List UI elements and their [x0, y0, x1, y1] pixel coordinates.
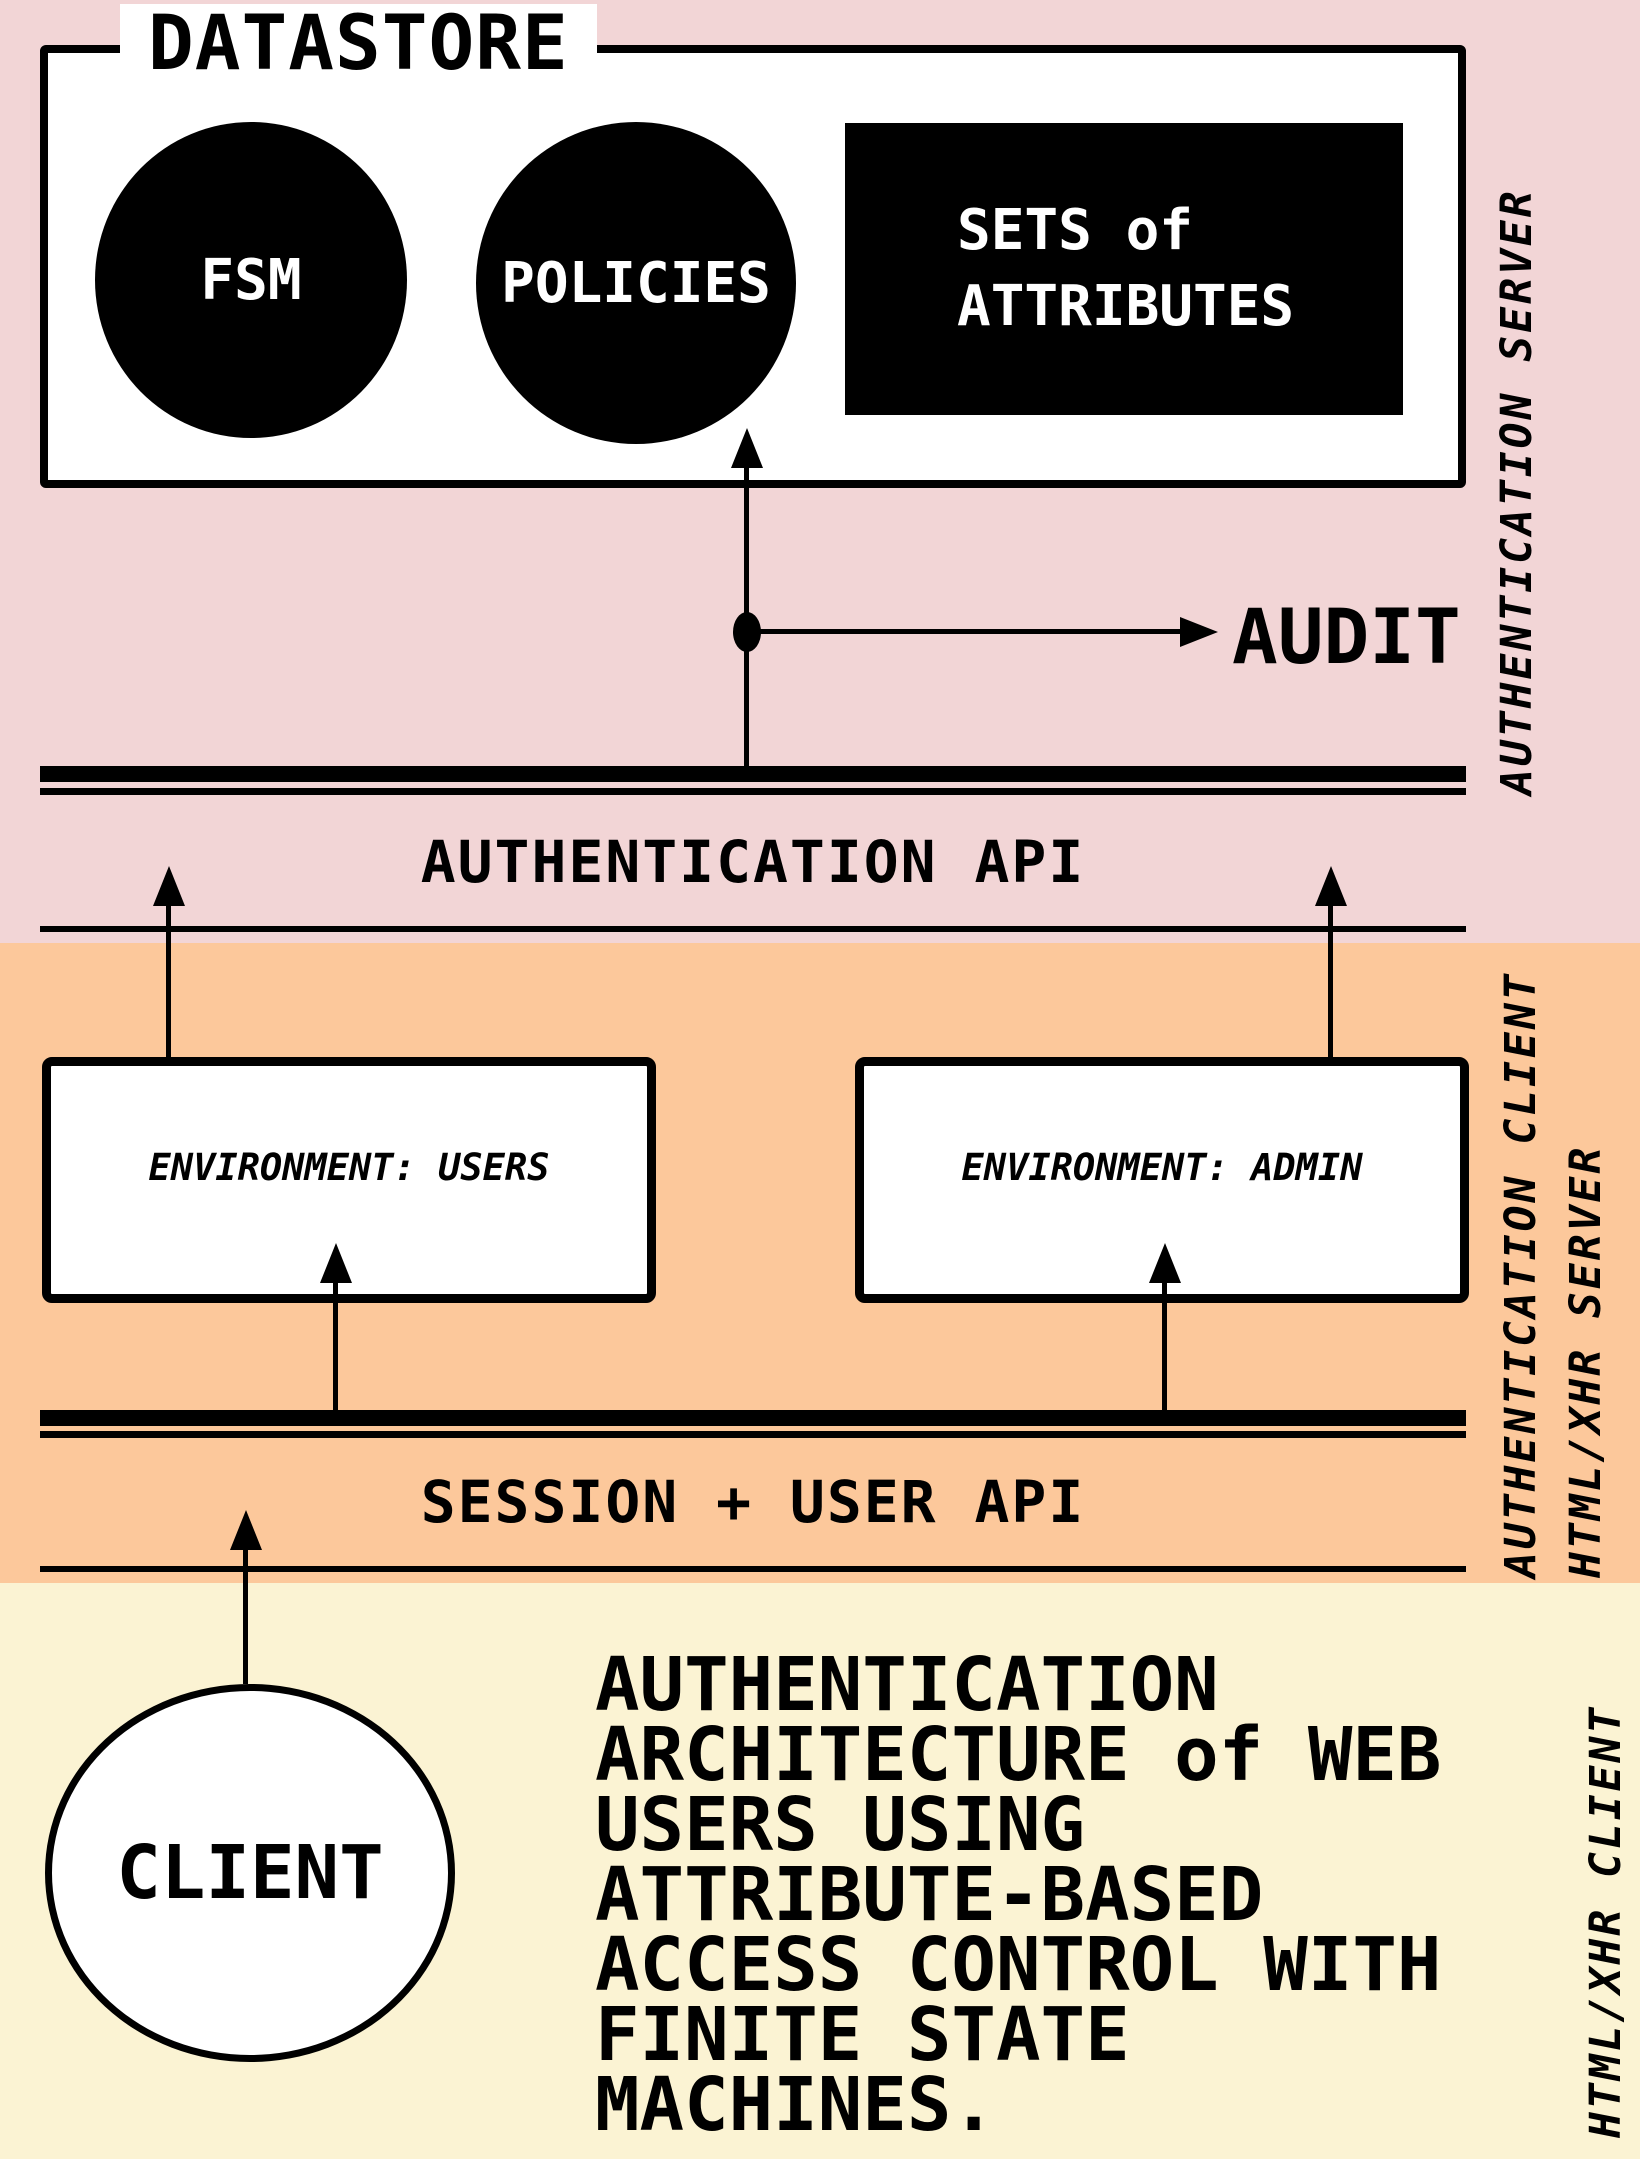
- policies-node: POLICIES: [476, 122, 796, 444]
- arrow-session-to-admin-shaft: [1162, 1276, 1167, 1410]
- arrow-admin-to-auth-api-shaft: [1328, 898, 1333, 1059]
- client-node: CLIENT: [45, 1684, 455, 2062]
- session-api-label: SESSION + USER API: [420, 1468, 1086, 1536]
- audit-label: AUDIT: [1232, 592, 1461, 681]
- session-api-line-thin: [40, 1431, 1466, 1438]
- arrow-users-to-auth-api-shaft: [166, 898, 171, 1059]
- environment-users-label: ENVIRONMENT: USERS: [148, 1145, 550, 1189]
- side-label-authentication-client: AUTHENTICATION CLIENT: [1496, 971, 1546, 1578]
- caption-line: ACCESS CONTROL WITH: [595, 1922, 1442, 2008]
- environment-admin-box: ENVIRONMENT: ADMIN: [855, 1057, 1469, 1303]
- arrow-client-to-session-api-head: [230, 1510, 262, 1550]
- session-api-line-single: [40, 1566, 1466, 1572]
- session-api-line-thick: [40, 1410, 1466, 1426]
- caption-line: AUTHENTICATION: [595, 1642, 1219, 1728]
- arrow-to-audit-head: [1180, 617, 1218, 647]
- environment-users-box: ENVIRONMENT: USERS: [42, 1057, 656, 1303]
- attributes-label-line2: ATTRIBUTES: [957, 274, 1295, 339]
- arrow-to-audit-shaft: [747, 629, 1183, 634]
- auth-api-label: AUTHENTICATION API: [420, 828, 1086, 896]
- auth-api-line-single: [40, 926, 1466, 932]
- side-label-html-xhr-client: HTML/XHR CLIENT: [1581, 1704, 1631, 2138]
- caption-line: MACHINES.: [595, 2062, 996, 2148]
- auth-api-line-thin: [40, 788, 1466, 795]
- caption-line: USERS USING: [595, 1782, 1086, 1868]
- arrow-admin-to-auth-api-head: [1315, 866, 1347, 906]
- sets-of-attributes-node: SETS of ATTRIBUTES: [845, 123, 1403, 415]
- caption-line: FINITE STATE: [595, 1992, 1130, 2078]
- auth-api-line-thick: [40, 766, 1466, 782]
- attributes-label-line1: SETS of: [957, 198, 1194, 263]
- arrow-session-to-users-head: [320, 1243, 352, 1283]
- arrow-client-to-session-api-shaft: [243, 1543, 248, 1684]
- caption-text: AUTHENTICATION ARCHITECTURE of WEB USERS…: [595, 1642, 1495, 2148]
- caption-line: ARCHITECTURE of WEB: [595, 1712, 1442, 1798]
- arrow-session-to-users-shaft: [333, 1276, 338, 1410]
- fsm-node: FSM: [95, 122, 407, 438]
- arrow-session-to-admin-head: [1149, 1243, 1181, 1283]
- caption-line: ATTRIBUTE-BASED: [595, 1852, 1264, 1938]
- arrow-users-to-auth-api-head: [153, 866, 185, 906]
- arrow-api-to-policies-head: [731, 428, 763, 468]
- side-label-html-xhr-server: HTML/XHR SERVER: [1561, 1144, 1611, 1578]
- side-label-authentication-server: AUTHENTICATION SERVER: [1492, 188, 1542, 795]
- datastore-title: DATASTORE: [120, 0, 597, 87]
- environment-admin-label: ENVIRONMENT: ADMIN: [961, 1145, 1363, 1189]
